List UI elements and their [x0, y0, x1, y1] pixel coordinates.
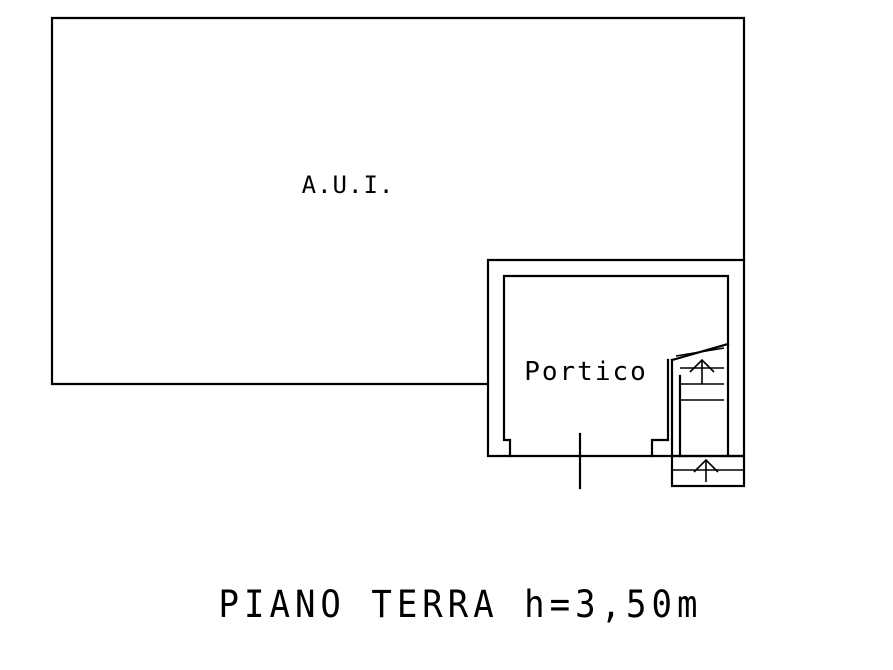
- floor-title: PIANO TERRA h=3,50m: [218, 583, 703, 627]
- upper-staircase: [670, 342, 730, 458]
- aui-area-outline: [50, 16, 746, 386]
- room-label-portico: Portico: [524, 357, 648, 387]
- lower-staircase: [670, 454, 746, 488]
- room-label-aui: A.U.I.: [302, 171, 395, 199]
- wall-jamb: [650, 358, 670, 458]
- stair-arrow-icon: [689, 358, 715, 384]
- stair-arrow-icon: [693, 458, 719, 482]
- portico-inner-wall: [502, 274, 730, 458]
